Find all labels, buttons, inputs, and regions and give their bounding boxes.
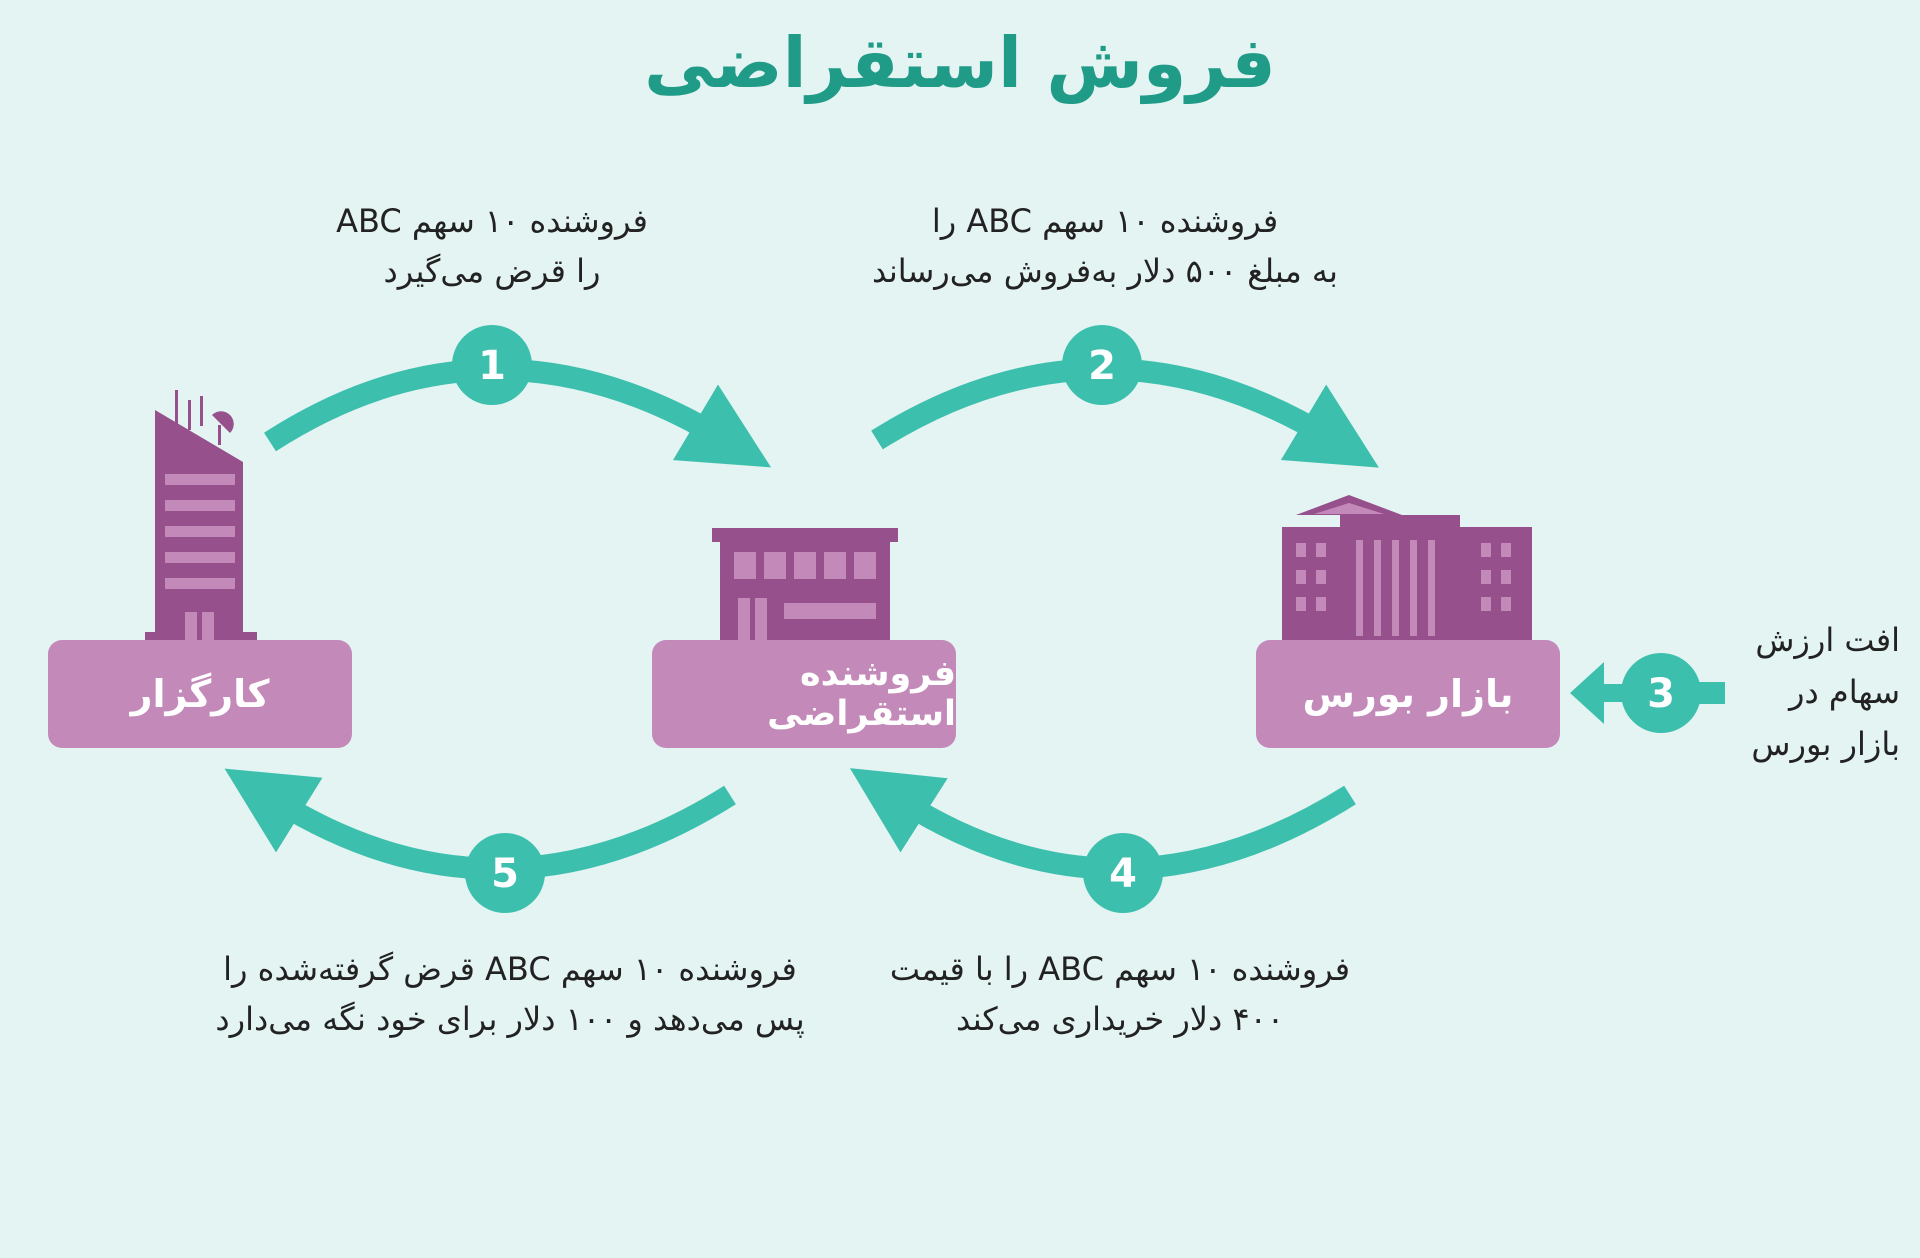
short-seller-label: فروشنده استقراضی	[767, 654, 956, 734]
step-4-caption: فروشنده ۱۰ سهم ABC را با قیمت ۴۰۰ دلار خ…	[889, 950, 1351, 1038]
step-3-caption: افت ارزش سهام در بازار بورس	[1751, 621, 1900, 763]
stock-market-box: بازار بورس	[1256, 640, 1560, 748]
step-2-caption: فروشنده ۱۰ سهم ABC را به مبلغ ۵۰۰ دلار ب…	[872, 202, 1338, 290]
stock-exchange-building-icon	[1282, 495, 1532, 640]
step-1-caption: فروشنده ۱۰ سهم ABC را قرض می‌گیرد	[336, 202, 648, 290]
step-5-caption: فروشنده ۱۰ سهم ABC قرض گرفته‌شده را پس م…	[215, 950, 805, 1038]
svg-text:5: 5	[491, 851, 519, 897]
step-badge-4: 4	[1083, 833, 1163, 913]
office-tower-icon	[145, 390, 257, 644]
svg-text:4: 4	[1109, 851, 1137, 897]
broker-box: کارگزار	[48, 640, 352, 748]
short-seller-box: فروشنده استقراضی	[652, 640, 956, 748]
shop-building-icon	[712, 528, 898, 640]
step-badge-2: 2	[1062, 325, 1142, 405]
step-badge-3: 3	[1621, 653, 1701, 733]
stock-market-label: بازار بورس	[1302, 672, 1514, 716]
broker-label: کارگزار	[130, 672, 270, 716]
svg-text:3: 3	[1647, 671, 1675, 717]
svg-text:1: 1	[478, 343, 506, 389]
step-badge-1: 1	[452, 325, 532, 405]
svg-text:2: 2	[1088, 343, 1116, 389]
page-title: فروش استقراضی	[644, 22, 1276, 104]
step-badge-5: 5	[465, 833, 545, 913]
